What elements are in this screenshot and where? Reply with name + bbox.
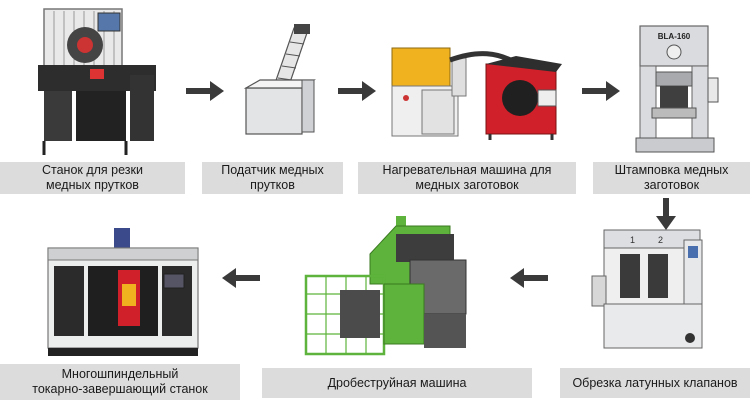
flow-arrow-left-icon — [510, 268, 548, 288]
flow-arrow-left-icon — [222, 268, 260, 288]
step-label-trimming: Обрезка латунных клапанов — [560, 368, 750, 398]
feeder-icon — [243, 24, 316, 135]
trimming-machine-icon: 1 2 — [591, 229, 703, 349]
flow-arrow-right-icon — [582, 81, 620, 101]
step-label-shot-blasting: Дробеструйная машина — [262, 368, 532, 398]
cutting-machine-icon — [38, 8, 156, 155]
step-label-multi-spindle: Многошпиндельный токарно-завершающий ста… — [0, 364, 240, 400]
flow-arrow-down-icon — [656, 198, 676, 230]
shot-blasting-icon — [304, 216, 467, 356]
flow-arrow-right-icon — [338, 81, 376, 101]
step-label-heating: Нагревательная машина для медных заготов… — [358, 162, 576, 194]
press-marking: BLA-160 — [658, 32, 691, 41]
step-label-stamping: Штамповка медных заготовок — [593, 162, 750, 194]
station-number-1: 1 — [630, 235, 635, 245]
multi-spindle-lathe-icon — [47, 228, 199, 356]
flow-arrow-right-icon — [186, 81, 224, 101]
press-icon: BLA-160 — [635, 25, 719, 153]
station-number-2: 2 — [658, 235, 663, 245]
heating-machine-icon — [391, 47, 562, 140]
step-label-cutting: Станок для резки медных прутков — [0, 162, 185, 194]
step-label-feeder: Податчик медных прутков — [202, 162, 343, 194]
